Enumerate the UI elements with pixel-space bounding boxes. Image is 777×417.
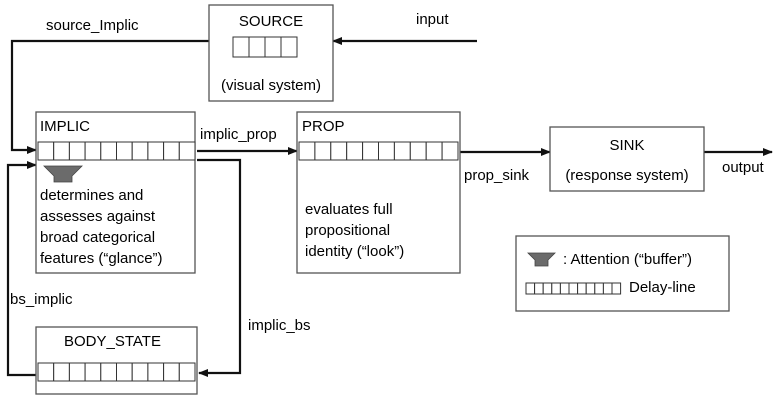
prop-box: PROP evaluates full propositional identi… (296, 111, 461, 274)
delay-line-cell (178, 362, 196, 382)
delay-line-cell (163, 141, 180, 161)
delay-line-cell (68, 362, 86, 382)
implic-description-line: assesses against (40, 208, 156, 225)
delay-line-cell (131, 362, 149, 382)
implic-bs-label: implic_bs (248, 317, 311, 334)
sink-title: SINK (609, 137, 644, 154)
delay-line-cell (393, 141, 411, 161)
implic-box: IMPLIC determines and assesses against b… (35, 111, 196, 274)
delay-line-cell (559, 282, 570, 295)
delay-line-cell (594, 282, 604, 295)
delay-line-cell (314, 141, 332, 161)
body-state-delay-line (37, 362, 196, 382)
output-label: output (722, 159, 765, 176)
delay-line-cell (378, 141, 395, 161)
delay-line-cell (425, 141, 443, 161)
delay-line-cell (525, 282, 536, 295)
bs-implic-arrow (6, 161, 37, 377)
delay-line-cell (147, 362, 165, 382)
sink-subtitle: (response system) (565, 167, 688, 184)
implic-description-line: broad categorical (40, 229, 155, 246)
delay-line-cell (116, 141, 133, 161)
delay-line-cell (346, 141, 364, 161)
delay-line-cell (409, 141, 427, 161)
prop-sink-label: prop_sink (464, 167, 530, 184)
attention-legend-icon (527, 252, 556, 267)
delay-line-cell (534, 282, 544, 295)
prop-description-line: identity (“look”) (305, 243, 404, 260)
prop-description-line: evaluates full (305, 201, 393, 218)
implic-description: determines and assesses against broad ca… (40, 187, 163, 267)
delay-line-cell (100, 362, 118, 382)
legend-delay-line-label: Delay-line (629, 279, 696, 296)
delay-line-cell (568, 282, 579, 295)
delay-line-cell (280, 36, 298, 58)
source-implic-label: source_Implic (46, 17, 139, 34)
prop-delay-line (298, 141, 459, 161)
delay-line-cell (611, 282, 622, 295)
delay-line-cell (53, 362, 70, 382)
source-title: SOURCE (239, 13, 303, 30)
input-label: input (416, 11, 449, 28)
delay-line-cell (551, 282, 561, 295)
delay-line-cell (163, 362, 180, 382)
implic-description-line: determines and (40, 187, 143, 204)
source-box: SOURCE (visual system) (208, 4, 334, 102)
legend-attention-label: : Attention (“buffer”) (563, 251, 692, 268)
delay-line-cell (84, 362, 102, 382)
delay-line-cell (53, 141, 70, 161)
sink-box: SINK (response system) (549, 126, 705, 192)
bs-implic-label: bs_implic (10, 291, 73, 308)
source-delay-line (232, 36, 298, 58)
delay-line-cell (577, 282, 587, 295)
delay-line-cell (585, 282, 596, 295)
delay-line-cell (298, 141, 316, 161)
attention-buffer-icon (43, 165, 83, 183)
implic-bs-arrow (197, 158, 242, 377)
delay-line-cell (330, 141, 348, 161)
delay-line-cell (441, 141, 459, 161)
delay-line-cell (68, 141, 86, 161)
implic-prop-label: implic_prop (200, 126, 277, 143)
body-state-title: BODY_STATE (64, 333, 161, 350)
delay-line-cell (542, 282, 553, 295)
delay-line-cell (248, 36, 266, 58)
source-subtitle: (visual system) (221, 77, 321, 94)
source-implic-arrow (10, 39, 209, 154)
implic-title: IMPLIC (40, 118, 90, 135)
delay-line-cell (602, 282, 613, 295)
implic-delay-line (37, 141, 196, 161)
delay-line-legend-icon (525, 282, 622, 295)
delay-line-cell (84, 141, 102, 161)
delay-line-cell (37, 141, 55, 161)
implic-description-line: features (“glance”) (40, 250, 163, 267)
delay-line-cell (37, 362, 55, 382)
delay-line-cell (100, 141, 118, 161)
prop-description-line: propositional (305, 222, 390, 239)
delay-line-cell (147, 141, 165, 161)
body-state-box: BODY_STATE (35, 326, 198, 395)
delay-line-cell (116, 362, 133, 382)
delay-line-cell (362, 141, 380, 161)
prop-description: evaluates full propositional identity (“… (305, 201, 404, 260)
delay-line-cell (232, 36, 250, 58)
delay-line-cell (131, 141, 149, 161)
delay-line-cell (178, 141, 196, 161)
legend-box: : Attention (“buffer”) Delay-line (515, 235, 730, 312)
prop-title: PROP (302, 118, 345, 135)
delay-line-cell (264, 36, 282, 58)
